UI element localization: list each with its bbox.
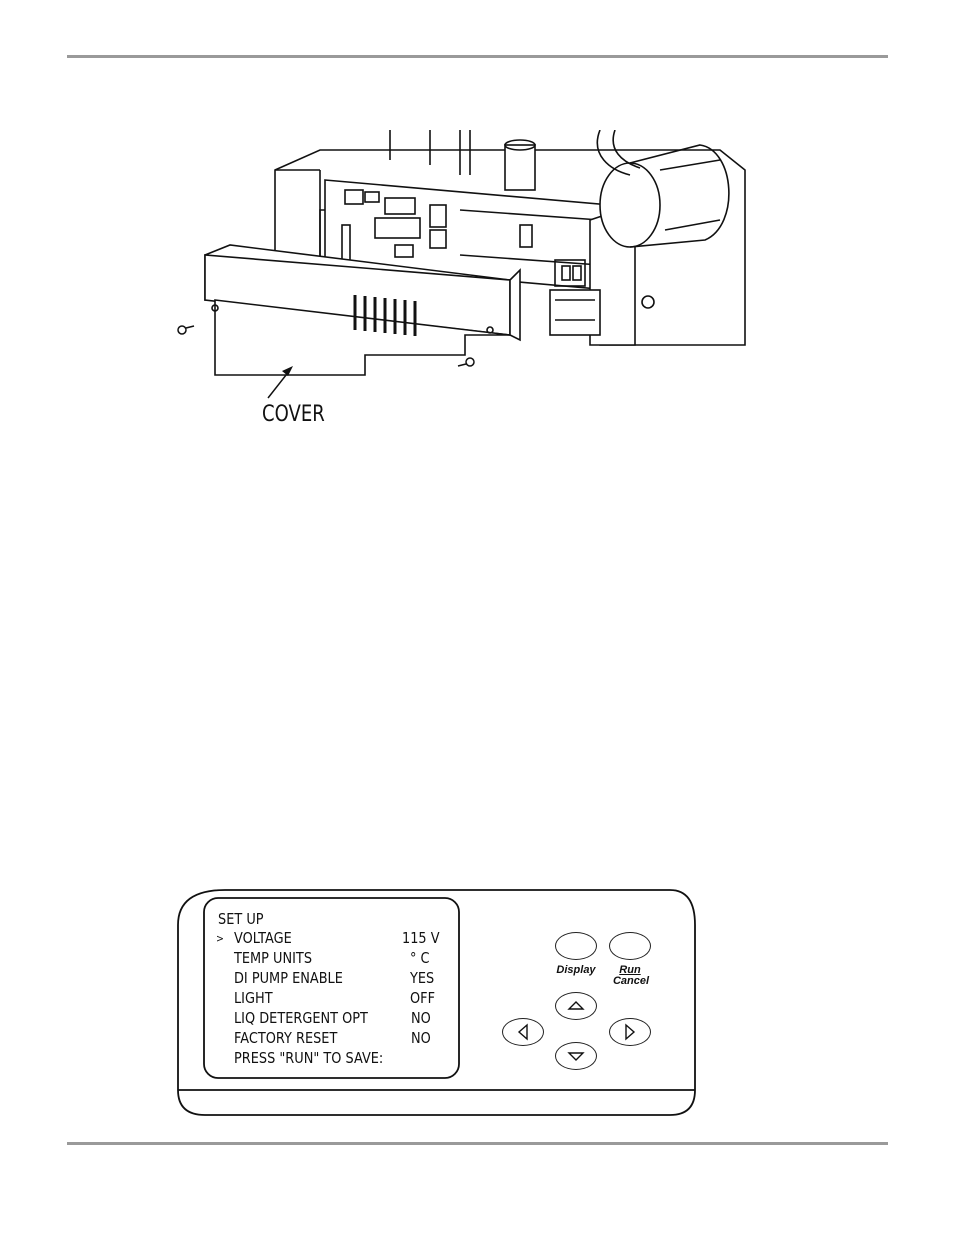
right-arrow-button[interactable] <box>609 1018 651 1046</box>
cancel-button-label: Cancel <box>607 976 655 987</box>
up-arrow-icon <box>556 993 596 1019</box>
lcd-row-label: TEMP UNITS <box>234 949 312 967</box>
cover-removal-illustration <box>160 130 760 430</box>
lcd-row-label: DI PUMP ENABLE <box>234 969 343 987</box>
left-arrow-icon <box>503 1019 543 1045</box>
cover-label: COVER <box>262 402 325 427</box>
lcd-row-label: LIGHT <box>234 989 273 1007</box>
down-arrow-icon <box>556 1043 596 1069</box>
lcd-row-value: ° C <box>410 949 430 967</box>
lcd-row-value: NO <box>411 1009 431 1027</box>
lcd-row-value: YES <box>410 969 434 987</box>
lcd-row-value: 115 V <box>402 929 440 947</box>
lcd-title: SET UP <box>218 910 264 928</box>
header-rule <box>67 55 888 58</box>
display-button-label: Display <box>550 965 602 976</box>
down-arrow-button[interactable] <box>555 1042 597 1070</box>
cover-drawing <box>160 130 760 430</box>
lcd-row-label: VOLTAGE <box>234 929 292 947</box>
up-arrow-button[interactable] <box>555 992 597 1020</box>
lcd-row-label: LIQ DETERGENT OPT <box>234 1009 368 1027</box>
lcd-cursor: > <box>216 932 224 945</box>
control-panel: SET UP > VOLTAGE 115 V TEMP UNITS ° C DI… <box>170 885 700 1125</box>
lcd-row-label: FACTORY RESET <box>234 1029 337 1047</box>
footer-rule <box>67 1142 888 1145</box>
left-arrow-button[interactable] <box>502 1018 544 1046</box>
right-arrow-icon <box>610 1019 650 1045</box>
lcd-row-value: NO <box>411 1029 431 1047</box>
display-button[interactable] <box>555 932 597 960</box>
lcd-row-value: OFF <box>410 989 435 1007</box>
run-cancel-button[interactable] <box>609 932 651 960</box>
lcd-screen: SET UP > VOLTAGE 115 V TEMP UNITS ° C DI… <box>204 898 459 1078</box>
lcd-footer: PRESS "RUN" TO SAVE: <box>234 1049 383 1067</box>
